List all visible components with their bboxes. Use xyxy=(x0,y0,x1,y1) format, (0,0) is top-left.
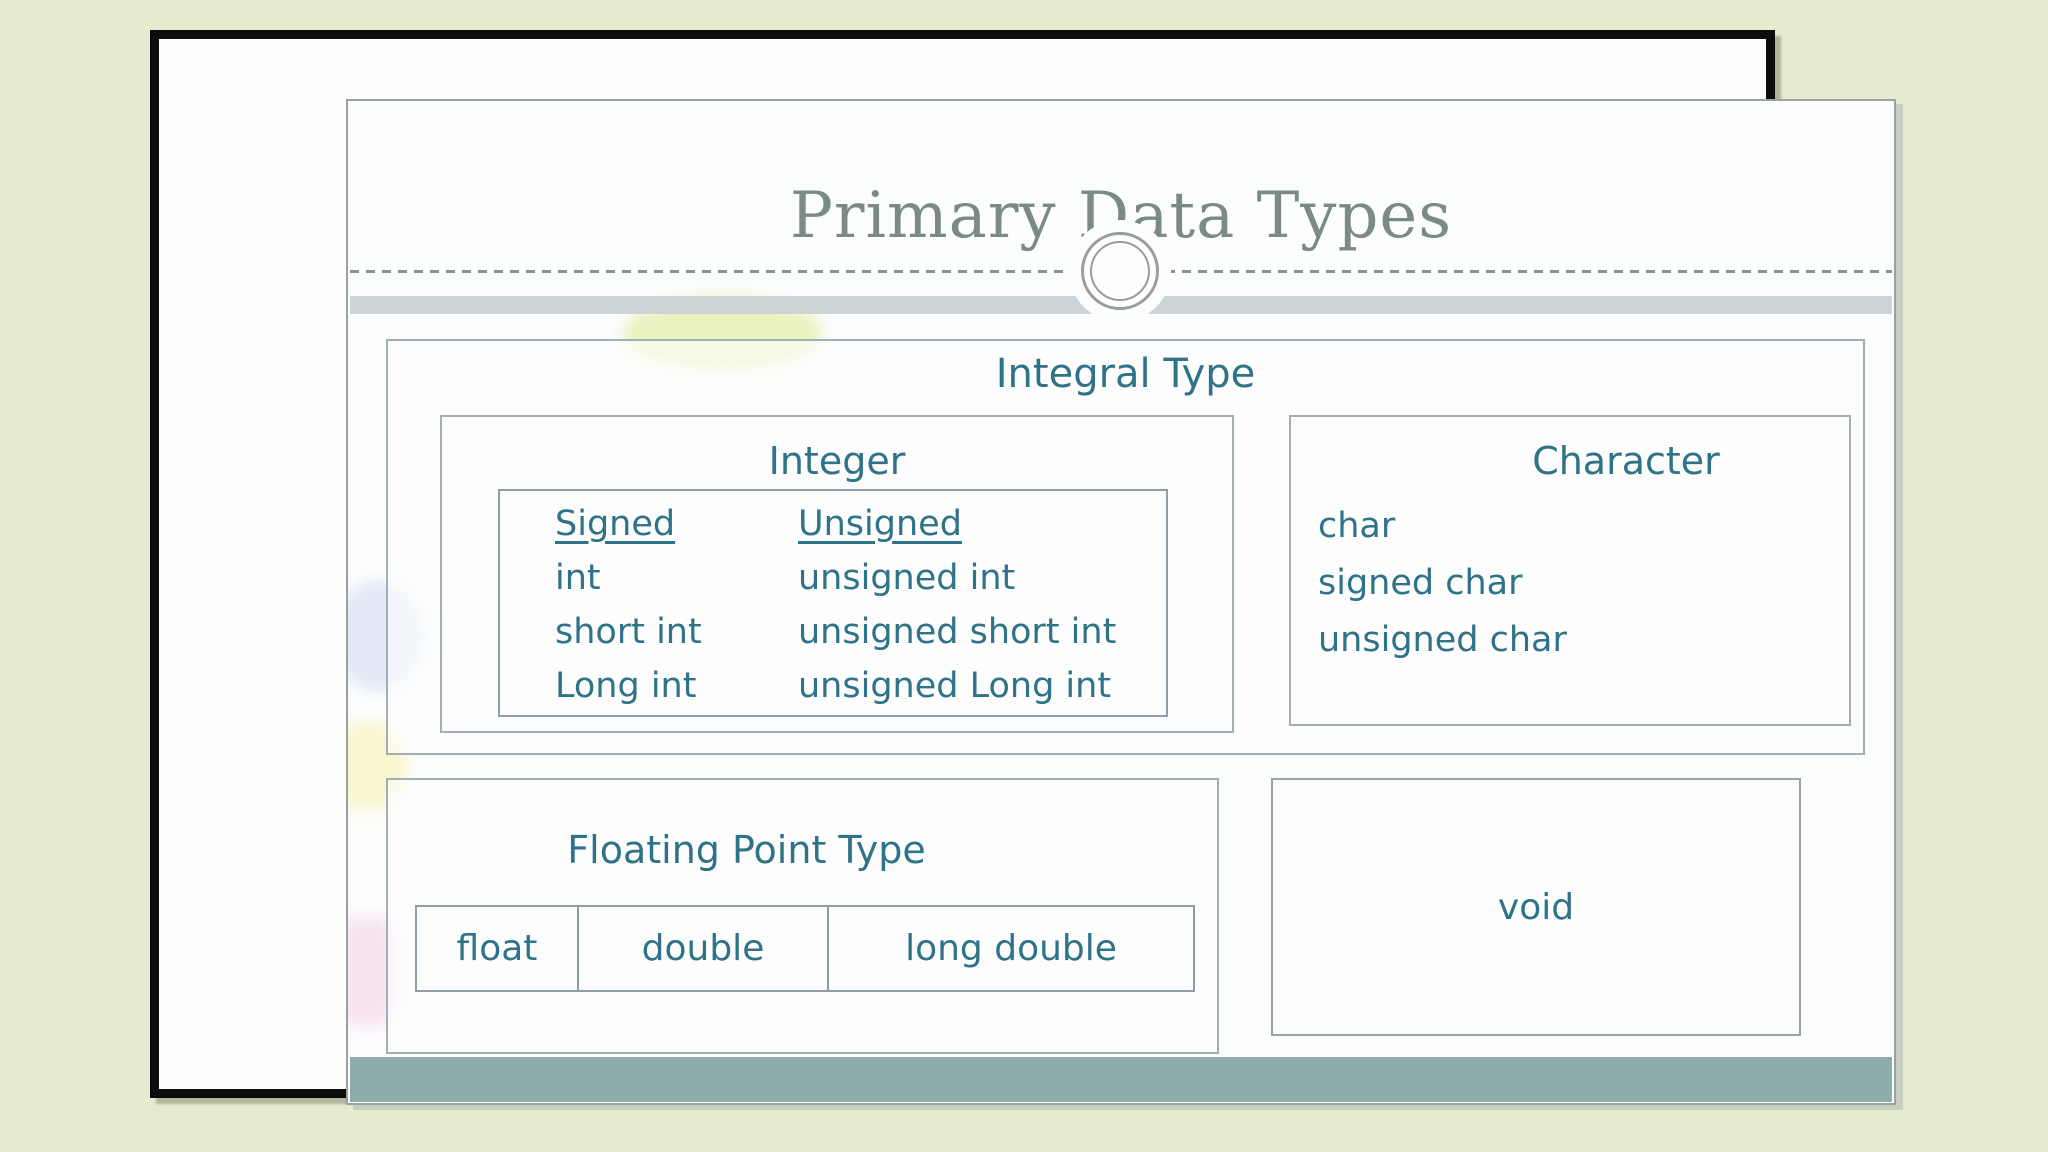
table-row: Long int unsigned Long int xyxy=(555,659,1160,713)
character-type-item: unsigned char xyxy=(1318,619,1567,660)
signed-type-cell: short int xyxy=(555,612,702,652)
floating-point-cells-row: float double long double xyxy=(415,905,1195,992)
integer-label: Integer xyxy=(768,439,906,483)
character-label: Character xyxy=(1532,439,1720,483)
signed-type-cell: int xyxy=(555,558,601,598)
character-items: char signed char unsigned char xyxy=(1318,497,1567,668)
table-row: int unsigned int xyxy=(555,551,1160,605)
floating-point-type-label: Floating Point Type xyxy=(567,828,926,872)
unsigned-column-header: Unsigned xyxy=(798,504,962,544)
float-cell: float xyxy=(417,907,579,990)
floating-point-type-box: Floating Point Type float double long do… xyxy=(386,778,1219,1054)
integral-type-label: Integral Type xyxy=(995,351,1256,397)
signed-unsigned-table-box: Signed Unsigned int unsigned int short i… xyxy=(498,489,1168,717)
separator-circle-ornament xyxy=(1081,232,1159,310)
integer-box: Integer Signed Unsigned int unsigned int xyxy=(440,415,1234,733)
signed-type-cell: Long int xyxy=(555,666,697,706)
signed-unsigned-table: Signed Unsigned int unsigned int short i… xyxy=(555,497,1160,709)
long-double-cell: long double xyxy=(905,928,1117,969)
character-type-item: char xyxy=(1318,505,1396,546)
unsigned-type-cell: unsigned short int xyxy=(798,612,1117,652)
slide-content-area: Primary Data Types Integral Type Integer… xyxy=(346,99,1896,1105)
character-type-item: signed char xyxy=(1318,562,1523,603)
character-box: Character char signed char unsigned char xyxy=(1289,415,1851,726)
slide-frame: Primary Data Types Integral Type Integer… xyxy=(150,30,1896,1105)
table-header-row: Signed Unsigned xyxy=(555,497,1160,551)
unsigned-type-cell: unsigned int xyxy=(798,558,1016,598)
table-row: short int unsigned short int xyxy=(555,605,1160,659)
separator-circle-inner-ring xyxy=(1090,241,1150,301)
unsigned-type-cell: unsigned Long int xyxy=(798,666,1112,706)
integral-type-box: Integral Type Integer Signed Unsigned in… xyxy=(386,339,1865,755)
void-box: void xyxy=(1271,778,1801,1036)
footer-teal-band xyxy=(350,1057,1892,1102)
double-cell: double xyxy=(579,907,829,990)
signed-column-header: Signed xyxy=(555,504,676,544)
